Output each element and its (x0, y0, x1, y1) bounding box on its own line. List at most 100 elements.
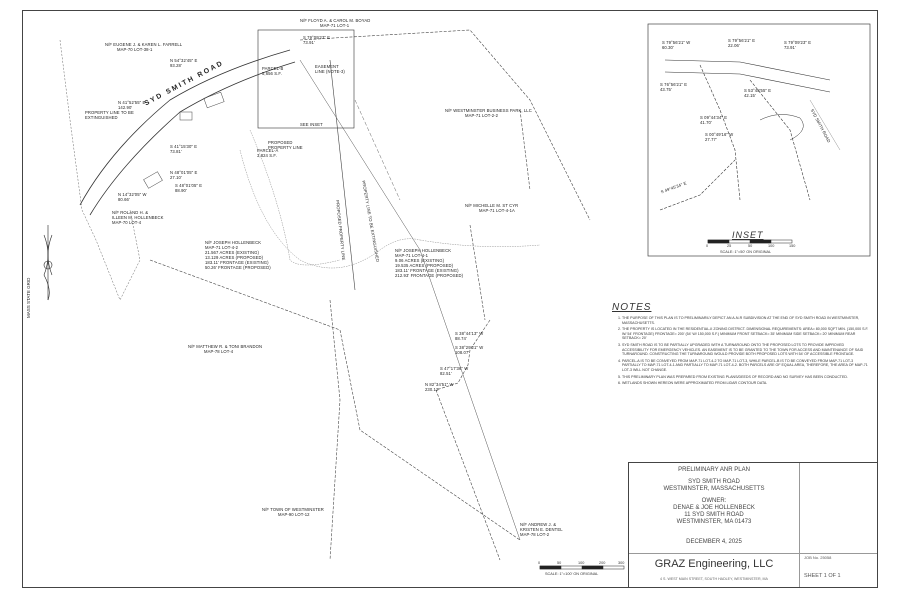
wetland-line (239, 149, 421, 269)
wetland-line-2 (419, 239, 541, 247)
trail-line (249, 129, 341, 266)
inset-scale-tick-4: 150 (789, 244, 796, 248)
extinguished-property-line (354, 99, 401, 201)
inset-boundary (699, 64, 741, 201)
note-2: THE PROPERTY IS LOCATED IN THE RESIDENTI… (622, 327, 870, 341)
job-number: JOB No. 25058 (804, 555, 832, 560)
owner-line-2: 11 SYD SMITH ROAD (684, 512, 744, 518)
inset-road-label-line (809, 99, 841, 151)
main-scale-tick-0: 0 (538, 561, 541, 565)
main-scale-tick-3: 200 (599, 561, 606, 565)
inset-curve (759, 114, 804, 141)
main-scale-bar (539, 565, 625, 570)
boundary-steps (435, 319, 501, 561)
north-arrow (43, 225, 53, 301)
notes-title: NOTES (612, 302, 652, 313)
notes-block: NOTES THE PURPOSE OF THIS PLAN IS TO PRE… (612, 302, 870, 388)
owner-label: OWNER: (701, 498, 727, 504)
inset-title: INSET (732, 230, 764, 240)
boundary-south (329, 299, 341, 561)
boundary-north (299, 29, 591, 221)
mass-grid-label: MASS STATE GRID (26, 277, 31, 318)
location-line-2: WESTMINSTER, MASSACHUSETTS (663, 486, 765, 492)
location-line-1: SYD SMITH ROAD (688, 479, 740, 485)
boundary-mid (469, 224, 486, 321)
main-scale-tick-1: 50 (557, 561, 562, 565)
title-vertical-divider (799, 463, 800, 587)
owner-line-1: DENAE & JOE HOLLENBECK (673, 505, 755, 511)
inset-frame (647, 23, 871, 257)
boundary-southwest (149, 259, 521, 541)
main-scale-tick-4: 300 (618, 561, 625, 565)
inset-boundary-2 (749, 79, 811, 201)
inset-scale-bar (707, 239, 793, 244)
title-block: PRELIMINARY ANR PLAN SYD SMITH ROAD WEST… (628, 462, 878, 588)
house-1 (203, 91, 225, 109)
inset-scale-label: SCALE: 1"=50' ON ORIGINAL (720, 250, 772, 254)
note-5: THIS PRELIMINARY PLAN WAS PREPARED FROM … (622, 375, 870, 380)
inset-scale-tick-3: 100 (768, 244, 775, 248)
boundary-east (519, 109, 531, 191)
note-1: THE PURPOSE OF THIS PLAN IS TO PRELIMINA… (622, 316, 870, 325)
inset-road-south (664, 71, 831, 93)
inset-scale-tick-0: 0 (706, 244, 709, 248)
plan-type: PRELIMINARY ANR PLAN (678, 467, 750, 473)
title-divider (629, 553, 877, 554)
road-edge-north (79, 49, 291, 206)
owner-line-3: WESTMINSTER, MA 01473 (676, 519, 752, 525)
inset-road-north (664, 59, 831, 81)
house-2 (143, 171, 163, 189)
note-4: PARCEL-A IS TO BE CONVEYED FROM MAP-71 L… (622, 359, 870, 373)
house-3 (179, 111, 193, 121)
sheet-number: SHEET 1 OF 1 (804, 573, 841, 579)
east-long-line (299, 59, 521, 541)
firm-name: GRAZ Engineering, LLC (654, 558, 774, 570)
see-inset-label: SEE INSET (300, 122, 323, 127)
inset-boundary-3 (659, 159, 736, 211)
inset-scale-tick-2: 50 (748, 244, 753, 248)
plan-date: DECEMBER 4, 2025 (686, 539, 742, 545)
main-scale-label: SCALE: 1"=100' ON ORIGINAL (545, 572, 599, 576)
note-3: SYD SMITH ROAD IS TO BE PARTIALLY UPGRAD… (622, 343, 870, 357)
proposed-property-line (329, 59, 356, 291)
west-boundary (59, 39, 141, 301)
note-6: WETLANDS SHOWN HEREON WERE APPROXIMATED … (622, 381, 870, 386)
firm-address: 4 S. WEST MAIN STREET, SOUTH HADLEY, WES… (660, 577, 768, 581)
see-inset-box (257, 29, 355, 129)
inset-scale-tick-1: 25 (727, 244, 732, 248)
